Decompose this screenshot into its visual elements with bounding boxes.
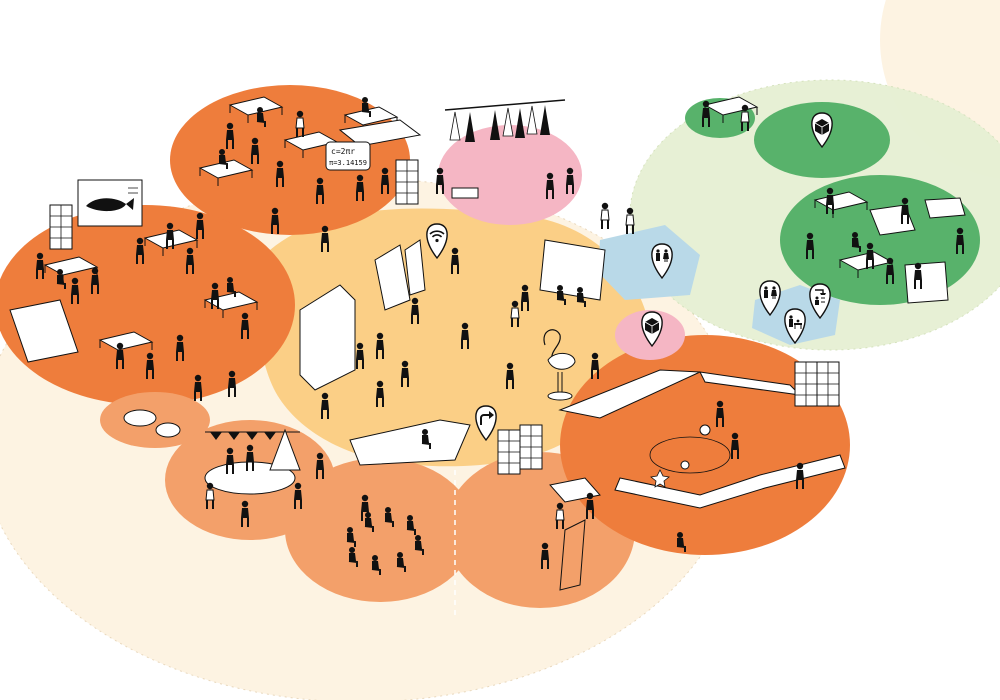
box-icon	[814, 119, 830, 135]
storage-pin-center	[641, 311, 663, 348]
toilet-icon	[656, 249, 669, 262]
flamingo-statue	[543, 329, 576, 401]
zone-toilet-hex	[598, 225, 700, 300]
right-classroom-furniture	[558, 361, 846, 553]
direction-pin	[475, 405, 497, 442]
formula-line-2: π=3.14159	[329, 159, 367, 167]
formula-board: c=2πr π=3.14159	[325, 141, 371, 171]
zone-wardrobe	[438, 125, 582, 225]
baby-change-pin	[784, 308, 806, 345]
top-classroom-furniture: c=2πr π=3.14159	[199, 96, 422, 253]
whale-screen	[77, 179, 143, 227]
baby-change-icon	[789, 315, 802, 329]
turn-arrow-icon	[480, 411, 494, 425]
toilet-icon	[764, 286, 777, 299]
shower-pin	[809, 283, 831, 320]
wifi-pin	[426, 223, 448, 260]
making-zone-furniture	[497, 424, 601, 591]
zone-bottom-circle	[285, 458, 475, 602]
plaza-furniture	[299, 239, 606, 466]
wifi-icon	[429, 230, 445, 243]
box-icon	[644, 318, 660, 334]
shower-icon	[815, 289, 826, 305]
green-zone-furniture	[701, 96, 966, 304]
reading-nook-furniture	[123, 369, 237, 438]
toilet-pin-green	[759, 280, 781, 317]
circle-play-furniture	[204, 428, 325, 528]
formula-line-1: c=2πr	[331, 147, 355, 156]
wardrobe-furniture	[435, 99, 635, 235]
storage-pin-green	[811, 112, 833, 149]
zone-left-classroom	[0, 205, 295, 405]
toilet-pin	[651, 243, 673, 280]
zone-top-classroom	[170, 85, 410, 235]
green-field-ring	[629, 79, 1000, 351]
left-classroom-furniture	[9, 179, 258, 380]
